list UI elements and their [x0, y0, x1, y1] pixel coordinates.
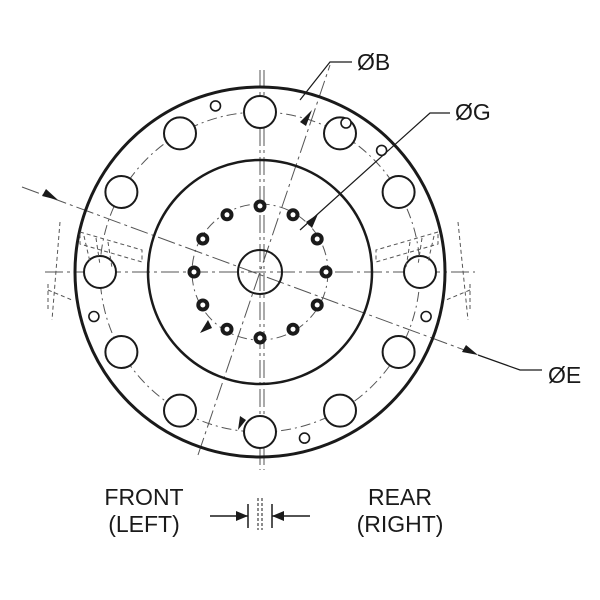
small-holes	[88, 100, 432, 444]
label-rear-line1: REAR	[368, 484, 432, 510]
label-dia-e: ØE	[548, 362, 582, 388]
inner-bolt-center	[257, 335, 263, 341]
e-axis-line	[21, 186, 479, 356]
inner-bolt-center	[290, 326, 296, 332]
large-hole	[163, 393, 197, 428]
arrow-e-left	[42, 189, 58, 200]
label-front-line2: (LEFT)	[108, 511, 180, 537]
arrow-e-right	[462, 345, 478, 355]
dim-arrow-left	[236, 511, 248, 521]
leader-b	[299, 61, 352, 101]
diagonal-centerline	[197, 64, 331, 456]
center-bore	[237, 249, 283, 295]
small-hole	[340, 117, 352, 129]
large-hole	[243, 95, 277, 129]
inner-bolt-center	[323, 269, 329, 275]
small-hole	[420, 310, 432, 323]
small-hole	[298, 432, 311, 444]
arrow-b	[300, 110, 312, 126]
large-hole	[243, 415, 277, 449]
inner-bolt-center	[290, 212, 296, 218]
label-dia-g: ØG	[455, 99, 491, 125]
arrow-inner-bottom	[200, 320, 212, 333]
large-hole	[381, 175, 416, 209]
side-brackets	[47, 221, 471, 321]
leaders	[299, 61, 542, 371]
label-rear: REAR (RIGHT)	[340, 484, 460, 538]
leader-g	[299, 112, 450, 231]
large-hole	[83, 255, 117, 289]
arrow-inner-low	[238, 416, 246, 430]
inner-hub	[146, 158, 374, 386]
inner-bolt-center	[200, 236, 206, 242]
flange-body	[73, 85, 447, 459]
inner-bolt-center	[314, 236, 320, 242]
small-hole	[375, 144, 388, 157]
label-front: FRONT (LEFT)	[88, 484, 200, 538]
leader-e	[477, 354, 542, 371]
inner-bolt-center	[224, 212, 230, 218]
dim-arrow-right	[272, 511, 284, 521]
large-hole	[104, 175, 139, 209]
inner-bolts	[187, 199, 333, 345]
large-hole	[163, 116, 197, 151]
large-holes	[83, 95, 437, 449]
large-hole	[104, 335, 139, 369]
large-hole	[381, 335, 416, 369]
inner-bolt-center	[314, 302, 320, 308]
small-hole	[209, 100, 222, 112]
inner-bolt-center	[257, 203, 263, 209]
outer-rim	[73, 85, 447, 459]
label-front-line1: FRONT	[104, 484, 184, 510]
inner-bolt-center	[200, 302, 206, 308]
arrowheads	[42, 110, 478, 430]
bottom-dimension	[210, 498, 310, 530]
large-hole	[403, 255, 437, 289]
inner-bolt-center	[224, 326, 230, 332]
large-hole	[323, 393, 357, 428]
arrow-g	[306, 214, 318, 228]
small-hole	[88, 310, 100, 323]
inner-bolt-center	[191, 269, 197, 275]
bottom-dimension-arrows	[236, 511, 284, 521]
label-dia-b: ØB	[357, 49, 391, 75]
label-rear-line2: (RIGHT)	[356, 511, 444, 537]
